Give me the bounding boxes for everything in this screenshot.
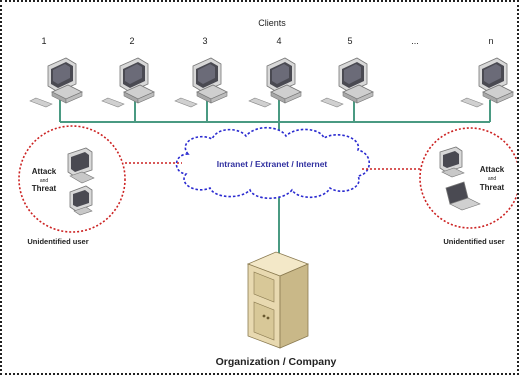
client-bus: [59, 100, 491, 142]
clients-title: Clients: [258, 18, 286, 28]
client-computer-icon-n: [460, 57, 514, 108]
attacker-desktop-icon-right: [439, 146, 465, 178]
right-unidentified-user: Unidentified user: [443, 237, 504, 246]
client-label-5: 5: [347, 36, 352, 46]
attacker-desktop-icon: [67, 147, 95, 184]
right-threat-line2: and: [488, 176, 497, 182]
client-computer-icon-4: [248, 57, 302, 108]
client-computer-icon-1: [29, 57, 83, 108]
client-label-1: 1: [41, 36, 46, 46]
client-label-3: 3: [202, 36, 207, 46]
left-threat-line2: and: [40, 178, 49, 184]
client-label-4: 4: [276, 36, 281, 46]
left-threat-line3: Threat: [32, 184, 57, 193]
client-label-ellipsis: ...: [411, 36, 419, 46]
client-computer-icon-3: [174, 57, 228, 108]
client-labels: 1 2 3 4 5 ... n: [41, 36, 493, 46]
right-threat-line1: Attack: [480, 165, 505, 174]
client-computer-icon-2: [101, 57, 155, 108]
client-computer-icon-5: [320, 57, 374, 108]
laptop-computer-icon: [445, 181, 481, 211]
right-threat-circle: [419, 127, 517, 229]
client-label-2: 2: [129, 36, 134, 46]
attacker-monitor-icon: [69, 185, 93, 216]
left-threat-line1: Attack: [32, 167, 57, 176]
left-threat-circle: [18, 125, 126, 233]
left-unidentified-user: Unidentified user: [27, 237, 88, 246]
server-label: Organization / Company: [216, 356, 337, 368]
client-label-n: n: [488, 36, 493, 46]
network-cloud: [175, 126, 371, 200]
right-threat-line3: Threat: [480, 183, 505, 192]
server-tower-icon: [246, 251, 310, 349]
network-label: Intranet / Extranet / Internet: [217, 159, 328, 169]
